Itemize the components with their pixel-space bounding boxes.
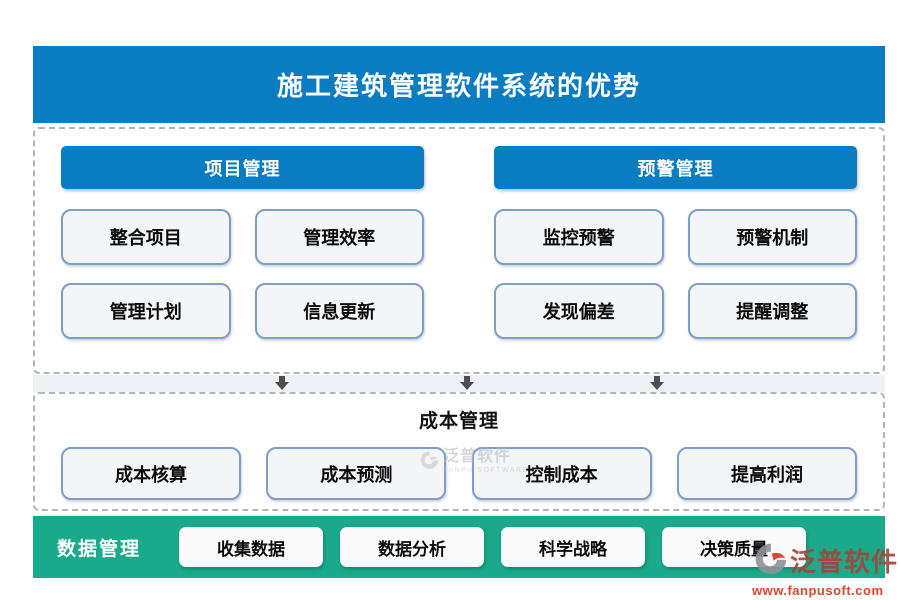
down-arrow-icon: [460, 376, 474, 391]
item-button-integrate-projects[interactable]: 整合项目: [61, 209, 231, 265]
item-button-collect-data[interactable]: 收集数据: [179, 527, 324, 567]
item-button-remind-adjust[interactable]: 提醒调整: [687, 283, 857, 339]
warning-button-grid: 监控预警 预警机制 发现偏差 提醒调整: [494, 209, 857, 339]
column-header-warning[interactable]: 预警管理: [494, 146, 857, 189]
data-section: 数据管理 收集数据 数据分析 科学战略 决策质量: [33, 516, 885, 578]
item-button-decision-quality[interactable]: 决策质量: [662, 527, 807, 567]
project-management-column: 项目管理 整合项目 管理效率 管理计划 信息更新: [61, 146, 424, 372]
item-button-monitor-warning[interactable]: 监控预警: [494, 209, 664, 265]
item-button-increase-profit[interactable]: 提高利润: [676, 447, 857, 500]
brand-url-text[interactable]: www.fanpusoft.com: [752, 583, 884, 598]
item-button-data-analysis[interactable]: 数据分析: [340, 527, 485, 567]
cost-button-row: 成本核算 成本预测 控制成本 提高利润: [35, 447, 883, 500]
item-button-cost-forecast[interactable]: 成本预测: [266, 447, 447, 500]
item-button-management-efficiency[interactable]: 管理效率: [254, 209, 424, 265]
item-button-management-plan[interactable]: 管理计划: [61, 283, 231, 339]
arrow-band: [33, 375, 885, 392]
item-button-warning-mechanism[interactable]: 预警机制: [687, 209, 857, 265]
column-header-project[interactable]: 项目管理: [61, 146, 424, 189]
item-button-cost-accounting[interactable]: 成本核算: [61, 447, 241, 500]
cost-section-title: 成本管理: [418, 411, 499, 432]
warning-management-column: 预警管理 监控预警 预警机制 发现偏差 提醒调整: [494, 146, 857, 372]
project-button-grid: 整合项目 管理效率 管理计划 信息更新: [61, 209, 424, 339]
page-title-text: 施工建筑管理软件系统的优势: [276, 71, 641, 101]
fanpu-brand-logo: 泛普软件 www.fanpusoft.com: [752, 541, 898, 598]
fanpu-logo-icon: [752, 541, 788, 582]
item-button-cost-control[interactable]: 控制成本: [471, 447, 652, 500]
item-button-scientific-strategy[interactable]: 科学战略: [501, 527, 646, 567]
page-title: 施工建筑管理软件系统的优势: [33, 46, 885, 123]
brand-name-text: 泛普软件: [790, 546, 899, 577]
item-button-find-deviation[interactable]: 发现偏差: [494, 283, 664, 339]
cost-section: 成本管理 成本核算 成本预测 控制成本 提高利润: [33, 392, 885, 511]
data-section-label: 数据管理: [57, 538, 142, 560]
top-section: 项目管理 整合项目 管理效率 管理计划 信息更新 预警管理 监控预警 预警机制 …: [33, 127, 885, 374]
down-arrow-icon: [650, 376, 664, 391]
down-arrow-icon: [275, 376, 289, 391]
item-button-info-update[interactable]: 信息更新: [254, 283, 424, 339]
